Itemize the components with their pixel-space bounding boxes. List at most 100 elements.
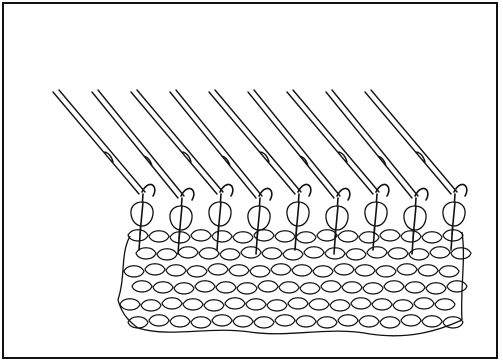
stitch-loop	[363, 283, 383, 294]
stitch-loop	[451, 248, 471, 259]
stitch-loop	[275, 231, 295, 242]
needle-shaft-line	[332, 90, 418, 196]
needle-shaft-line	[98, 90, 184, 196]
stitch-loop	[149, 231, 169, 242]
needle-shaft-line	[254, 90, 340, 196]
stitch-loop	[208, 264, 228, 275]
stitch-loop	[199, 248, 219, 259]
needle-shaft-line	[287, 92, 373, 194]
stitch-loop	[338, 231, 358, 242]
stitch-loop	[237, 283, 257, 294]
stitch-loop	[439, 266, 459, 277]
stitch-loop	[338, 315, 358, 326]
stitch-loop	[304, 247, 324, 258]
needle-shaft-line	[209, 92, 295, 194]
stitch-loop	[342, 282, 362, 293]
stitch-loop	[313, 266, 333, 277]
stitch-loop	[183, 299, 203, 310]
stitch-loop	[254, 317, 274, 328]
stitch-loop	[120, 299, 140, 310]
stitch-loop	[359, 232, 379, 243]
stitch-loop	[380, 317, 400, 328]
stitch-loop	[279, 282, 299, 293]
stitch-loop	[346, 249, 366, 260]
stitch-loop	[220, 249, 240, 260]
stitch-loop	[174, 283, 194, 294]
stitch-loop	[229, 265, 249, 276]
stitch-loop	[405, 282, 425, 293]
stitch-loop	[380, 230, 400, 241]
stitch-loop	[426, 283, 446, 294]
knitted-fabric	[118, 230, 471, 336]
stitch-loop	[225, 298, 245, 309]
needle-shaft-line	[131, 92, 217, 194]
stitch-loop	[367, 247, 387, 258]
stitch-loop	[321, 281, 341, 292]
stitch-loop	[296, 316, 316, 327]
stitch-loop	[166, 265, 186, 276]
stitch-loop	[128, 230, 148, 241]
stitch-loop	[212, 315, 232, 326]
needle-shaft-line	[365, 92, 451, 194]
stitch-loop	[283, 249, 303, 260]
stitch-loop	[447, 281, 467, 292]
needle-shaft-line	[176, 90, 262, 196]
stitch-loop	[258, 281, 278, 292]
stitch-loop	[187, 266, 207, 277]
stitch-loop	[359, 316, 379, 327]
stitch-loop	[233, 232, 253, 243]
latch-needles-group	[53, 90, 467, 254]
stitch-loop	[149, 315, 169, 326]
stitch-loop	[157, 249, 177, 260]
stitch-loop	[132, 281, 152, 292]
stitch-loop	[300, 283, 320, 294]
stitch-loop	[296, 232, 316, 243]
stitch-loop	[435, 299, 455, 310]
needle-shaft-line	[371, 90, 457, 192]
needle-shaft-line	[53, 92, 139, 194]
stitch-loop	[178, 247, 198, 258]
stitch-loop	[422, 232, 442, 243]
stitch-loop	[191, 317, 211, 328]
stitch-loop	[330, 300, 350, 311]
stitch-loop	[275, 315, 295, 326]
stitch-loop	[162, 298, 182, 309]
stitch-loop	[233, 316, 253, 327]
stitch-loop	[397, 264, 417, 275]
fabric-right-edge	[462, 232, 464, 320]
latch-needle	[92, 90, 194, 254]
stitch-loop	[317, 230, 337, 241]
stitch-loop	[212, 231, 232, 242]
stitch-loop	[351, 298, 371, 309]
stitch-loop	[271, 264, 291, 275]
stitch-loop	[334, 264, 354, 275]
stitch-loop	[430, 247, 450, 258]
stitch-loop	[355, 265, 375, 276]
stitch-loop	[262, 248, 282, 259]
stitch-loop	[267, 300, 287, 311]
stitch-loop	[414, 298, 434, 309]
stitch-loop	[246, 299, 266, 310]
stitch-loop	[145, 264, 165, 275]
stitch-loop	[195, 281, 215, 292]
stitch-loop	[376, 266, 396, 277]
stitch-loop	[124, 266, 144, 277]
stitch-loop	[241, 247, 261, 258]
stitch-loop	[288, 298, 308, 309]
stitch-loop	[191, 230, 211, 241]
stitch-loop	[153, 282, 173, 293]
stitch-loop	[422, 316, 442, 327]
stitch-loop	[393, 300, 413, 311]
stitch-loop	[401, 231, 421, 242]
stitch-loop	[250, 266, 270, 277]
stitch-loop	[141, 300, 161, 311]
stitch-loop	[388, 248, 408, 259]
stitch-loop	[216, 282, 236, 293]
stitch-loop	[418, 265, 438, 276]
stitch-loop	[401, 315, 421, 326]
stitch-loop	[384, 281, 404, 292]
stitch-loop	[292, 265, 312, 276]
stitch-loop	[170, 316, 190, 327]
stitch-loop	[204, 300, 224, 311]
